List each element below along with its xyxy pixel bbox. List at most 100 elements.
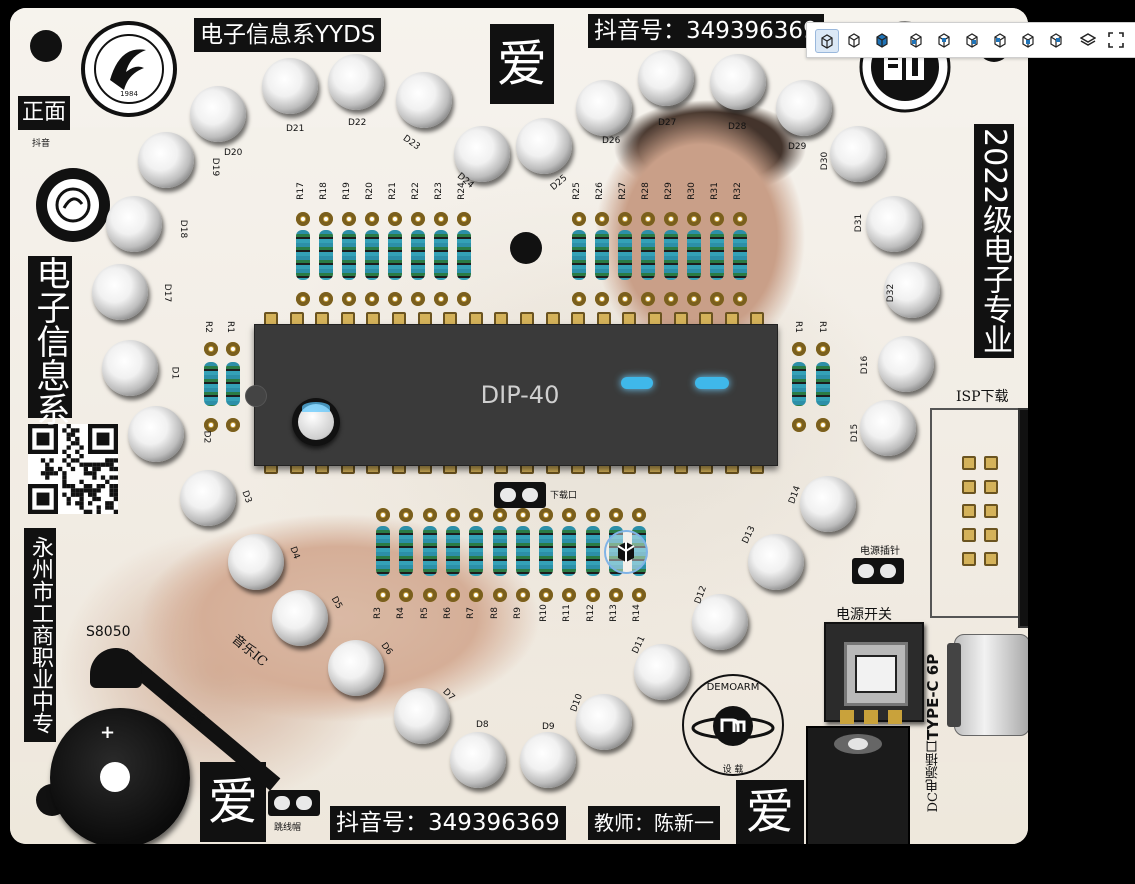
led-d7 — [394, 688, 450, 744]
resistor-label-r10: R10 — [538, 604, 549, 622]
demoarm-logo: DEMOARM 设 载 — [682, 674, 784, 776]
led-label-d21: D21 — [286, 124, 305, 134]
power-switch[interactable] — [824, 622, 924, 722]
view-bottom-icon[interactable] — [1045, 29, 1067, 51]
resistor-label-r8: R8 — [489, 607, 500, 619]
led-d10 — [576, 694, 632, 750]
isp-pin — [984, 528, 998, 542]
cube-blue-icon[interactable] — [871, 29, 893, 51]
resistor-label-r23: R23 — [433, 182, 444, 200]
resistor-side-left-label-0: R2 — [202, 321, 213, 333]
isp-pin — [984, 504, 998, 518]
led-label-d27: D27 — [658, 118, 677, 128]
douyin-small-label: 抖音 — [32, 139, 51, 149]
resistor-r3 — [376, 508, 390, 604]
led-d3 — [180, 470, 236, 526]
resistor-r31 — [710, 212, 724, 308]
led-label-d18: D18 — [178, 219, 189, 239]
led-label-d19: D19 — [210, 157, 221, 177]
view-right-icon[interactable] — [989, 29, 1011, 51]
svg-text:1984: 1984 — [120, 90, 138, 98]
led-label-d30: D30 — [820, 151, 831, 171]
resistor-r6 — [445, 508, 460, 604]
led-d32 — [884, 262, 940, 318]
led-d23 — [396, 72, 452, 128]
led-d14 — [800, 476, 856, 532]
isp-pin — [962, 552, 976, 566]
resistor-r5 — [422, 508, 437, 604]
resistor-side-left-label-1: R1 — [224, 321, 235, 333]
right-vertical: 2022级电子专业 — [974, 124, 1014, 358]
led-d5 — [272, 590, 328, 646]
resistor-label-r6: R6 — [442, 607, 453, 619]
buzzer: + — [50, 708, 190, 844]
resistor-label-r4: R4 — [396, 607, 407, 619]
resistor-label-r26: R26 — [594, 182, 605, 200]
view-front-icon[interactable] — [905, 29, 927, 51]
led-d6 — [328, 640, 384, 696]
resistor-label-r30: R30 — [686, 182, 697, 200]
resistor-r28 — [641, 212, 655, 308]
resistor-r20 — [365, 212, 379, 308]
led-d17 — [92, 264, 148, 320]
resistor-label-r18: R18 — [318, 182, 329, 200]
led-d12 — [692, 594, 748, 650]
typec-label: TYPE-C 6P — [924, 653, 942, 740]
led-label-d20: D20 — [224, 148, 243, 158]
led-d2 — [128, 406, 184, 462]
download-port-label: 下载口 — [550, 491, 578, 501]
view-toolbar — [806, 22, 1135, 58]
transistor-marker — [604, 530, 648, 574]
led-d1 — [102, 340, 158, 396]
led-d21 — [262, 58, 318, 114]
resistor-label-r3: R3 — [372, 607, 383, 619]
resistor-r17 — [296, 212, 310, 308]
resistor-r8 — [492, 508, 507, 604]
isp-pin — [984, 552, 998, 566]
download-port[interactable] — [494, 482, 546, 508]
led-label-d8: D8 — [476, 720, 489, 730]
led-d18 — [106, 196, 162, 252]
led-d8 — [450, 732, 506, 788]
led-label-d29: D29 — [788, 142, 807, 152]
view-left-icon[interactable] — [961, 29, 983, 51]
led-label-d15: D15 — [850, 423, 861, 443]
resistor-r32 — [733, 212, 747, 308]
isp-pin — [984, 456, 998, 470]
view-back-icon[interactable] — [933, 29, 955, 51]
led-label-d17: D17 — [162, 283, 173, 303]
dc-jack[interactable] — [806, 726, 910, 844]
led-d27 — [638, 50, 694, 106]
power-pin-header[interactable] — [852, 558, 904, 584]
layers-icon[interactable] — [1077, 29, 1099, 51]
resistor-label-r7: R7 — [466, 607, 477, 619]
jumper-cap[interactable] — [268, 790, 320, 816]
resistor-side-right-label-0: R1 — [792, 321, 803, 333]
resistor-r27 — [618, 212, 632, 308]
resistor-label-r13: R13 — [608, 604, 619, 622]
douyin-top: 抖音号：349396369 — [588, 14, 824, 48]
pcb-board: 1984 DEMOARM 设 载 电子信息系YYDS 爱 抖音号：3493963… — [10, 8, 1028, 844]
view-top-icon[interactable] — [1017, 29, 1039, 51]
love-bottom-left: 爱 — [200, 762, 266, 842]
chip-label: DIP-40 — [480, 381, 560, 409]
mount-hole-center — [510, 232, 542, 264]
front-label: 正面 — [18, 96, 71, 130]
svg-text:设 载: 设 载 — [723, 763, 744, 775]
led-label-d26: D26 — [602, 136, 621, 146]
led-d25 — [516, 118, 572, 174]
resistor-label-r29: R29 — [663, 182, 674, 200]
led-d28 — [710, 54, 766, 110]
typec-port[interactable] — [947, 634, 1028, 736]
isp-outline — [930, 408, 1028, 618]
cube-wire-icon[interactable] — [843, 29, 865, 51]
led-d16 — [878, 336, 934, 392]
led-d29 — [776, 80, 832, 136]
cube-solid-icon[interactable] — [815, 29, 839, 53]
love-top: 爱 — [490, 24, 554, 104]
resistor-r29 — [664, 212, 678, 308]
fullscreen-icon[interactable] — [1105, 29, 1127, 51]
school-vertical: 永州市工商职业中专 — [24, 528, 56, 742]
led-blue-1 — [621, 377, 653, 389]
svg-text:DEMOARM: DEMOARM — [707, 682, 760, 693]
